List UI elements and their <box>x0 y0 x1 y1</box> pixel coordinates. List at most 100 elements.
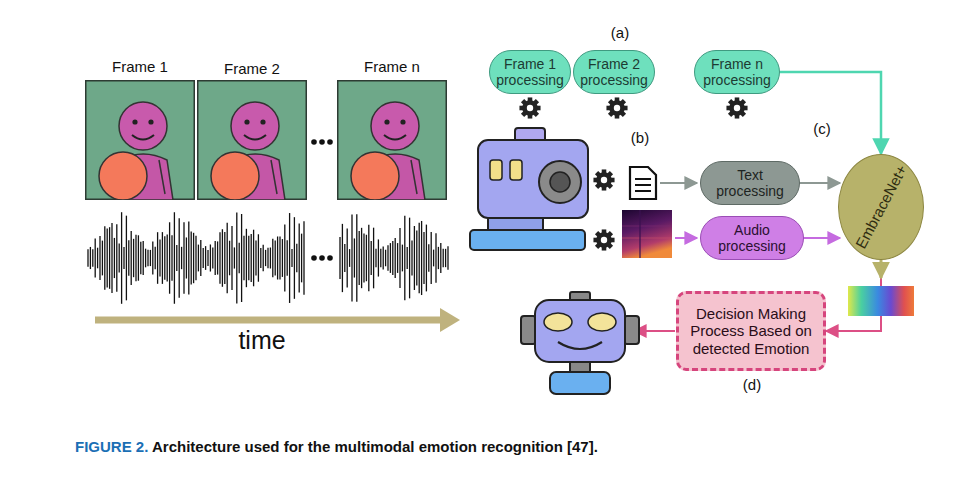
emotion-spectrum-bar-part <box>848 286 914 316</box>
audio-waveform-part <box>263 245 264 271</box>
ellipsis-dots <box>311 139 333 261</box>
audio-waveform-part <box>363 234 364 283</box>
audio-waveform-part <box>224 232 225 284</box>
audio-waveform-part <box>380 249 381 267</box>
audio-waveform-part <box>423 232 424 284</box>
audio-waveform-part <box>162 232 163 284</box>
output-robot-part <box>570 362 590 372</box>
audio-waveform-part <box>421 221 422 295</box>
audio-waveform-part <box>99 236 100 280</box>
audio-waveform-part <box>282 239 283 277</box>
audio-waveform-part <box>107 228 108 287</box>
output-robot <box>521 292 639 394</box>
ellipsis-dots-part <box>327 255 333 261</box>
audio-waveform-part <box>215 241 216 275</box>
document-icon-part <box>635 184 651 186</box>
audio-waveform-part <box>90 247 91 269</box>
callout-letter: (d) <box>743 376 761 393</box>
audio-waveform-part <box>131 231 132 285</box>
audio-waveform-part <box>210 244 211 271</box>
audio-waveform-part <box>433 250 434 267</box>
audio-waveform-part <box>375 249 376 268</box>
connector-arrow <box>800 182 840 184</box>
emotion-spectrum-bar <box>848 286 914 316</box>
camera-robot-part <box>478 140 588 218</box>
audio-waveform-part <box>267 248 268 268</box>
output-robot-part <box>558 342 602 349</box>
process-pill: Frame n processing <box>694 50 780 94</box>
audio-waveform-part <box>409 218 410 299</box>
time-arrow-part <box>95 317 442 324</box>
audio-waveform-part <box>419 223 420 294</box>
camera-robot-part <box>490 160 502 180</box>
spectrogram-part <box>622 238 672 239</box>
audio-waveform-part <box>128 240 129 275</box>
camera-robot-part <box>510 160 522 180</box>
audio-waveform-part <box>411 240 412 275</box>
input-arrow-part <box>660 182 697 184</box>
audio-waveform-part <box>272 239 273 277</box>
audio-waveform-part <box>109 227 110 289</box>
audio-waveform-part <box>258 234 259 281</box>
callout-letter: (c) <box>813 120 831 137</box>
audio-waveform-part <box>368 225 369 292</box>
audio-waveform-part <box>342 224 343 292</box>
caption-part: Architecture used for the multimodal emo… <box>148 438 598 455</box>
node-text: Text processing <box>707 167 793 199</box>
time-arrow-part <box>440 308 460 332</box>
gear-icon-part <box>593 169 614 190</box>
audio-waveform-part <box>248 236 249 280</box>
audio-waveform-part <box>260 248 261 268</box>
output-robot-part <box>544 313 572 331</box>
audio-waveform-part <box>428 244 429 271</box>
audio-waveform-part <box>344 244 345 272</box>
audio-waveform-part <box>431 232 432 284</box>
audio-waveform-part <box>219 232 220 283</box>
decision-box: Decision Making Process Based on detecte… <box>676 291 826 371</box>
audio-waveform-part <box>289 213 290 303</box>
node-text: EmbraceNet+ <box>852 162 910 251</box>
node-text: Decision Making Process Based on detecte… <box>685 305 817 357</box>
audio-waveform-part <box>104 226 105 289</box>
figure-caption: FIGURE 2. Architecture used for the mult… <box>75 438 598 455</box>
audio-waveform-part <box>361 228 362 288</box>
camera-robot <box>470 128 588 250</box>
output-robot-part <box>535 300 625 362</box>
audio-waveform-part <box>279 236 280 279</box>
audio-waveform-part <box>251 234 252 282</box>
audio-waveform-part <box>416 231 417 286</box>
audio-waveform <box>88 212 448 304</box>
audio-waveform-part <box>114 238 115 278</box>
audio-waveform-part <box>87 249 88 266</box>
audio-waveform-part <box>200 240 201 276</box>
spectrogram <box>622 210 672 258</box>
audio-waveform-part <box>169 222 170 293</box>
audio-waveform-part <box>157 232 158 284</box>
audio-waveform-part <box>145 249 146 268</box>
audio-waveform-part <box>255 241 256 276</box>
document-icon-part <box>635 190 651 192</box>
audio-waveform-part <box>243 236 244 281</box>
audio-waveform-part <box>399 228 400 288</box>
output-robot-part <box>624 316 639 344</box>
input-arrow-part <box>634 330 675 332</box>
node-text: Frame n processing <box>701 56 773 88</box>
audio-waveform-part <box>97 248 98 269</box>
audio-waveform-part <box>95 239 96 278</box>
connector-arrow <box>804 237 840 239</box>
audio-waveform-part <box>174 212 175 304</box>
audio-waveform-part <box>241 214 242 302</box>
audio-waveform-part <box>231 226 232 290</box>
frame-label: Frame n <box>364 58 420 75</box>
gear-icon-part <box>519 97 540 118</box>
ellipsis-dots-part <box>327 139 333 145</box>
audio-waveform-part <box>438 247 439 269</box>
audio-waveform-part <box>234 247 235 268</box>
audio-waveform-part <box>296 244 297 273</box>
gear-icon-part <box>726 97 747 118</box>
document-icon-part <box>630 167 656 199</box>
audio-waveform-part <box>227 223 228 294</box>
audio-waveform-part <box>167 235 168 282</box>
audio-waveform-part <box>277 236 278 279</box>
